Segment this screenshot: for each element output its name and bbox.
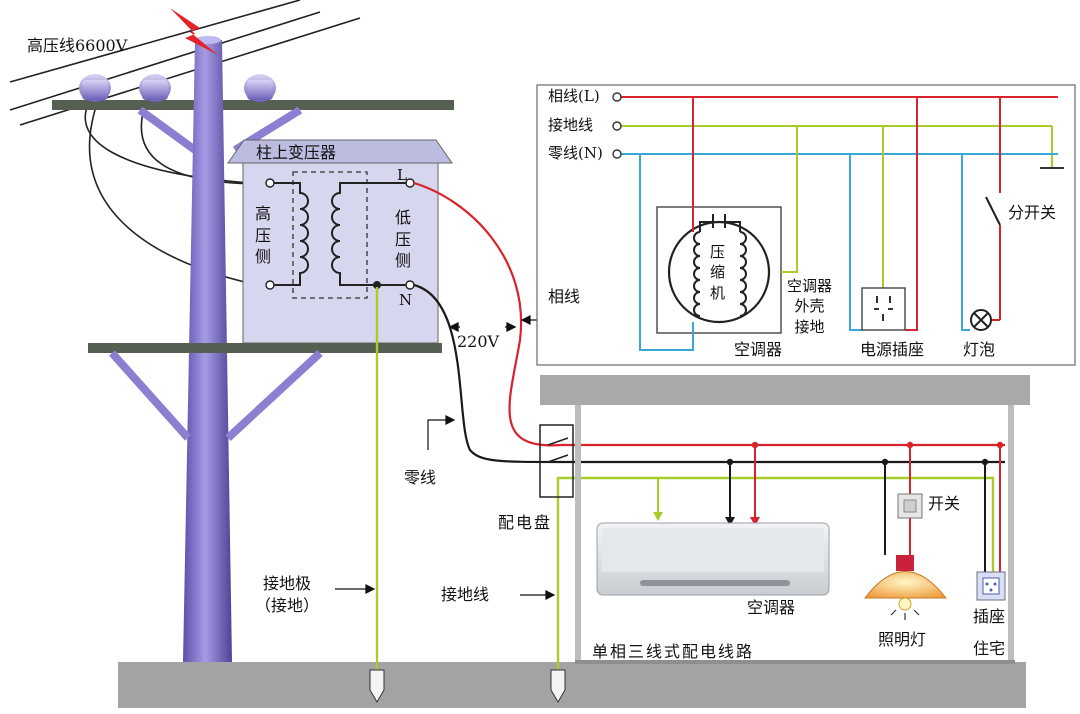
inset-socket-holes (874, 296, 893, 321)
lamp-shade (863, 571, 948, 599)
house-floor (575, 660, 1015, 664)
lamp-bulb (898, 597, 912, 611)
inset-label-ground: 接地线 (548, 116, 594, 134)
ground-strip (118, 662, 1026, 708)
label-terminal-n: N (399, 291, 413, 309)
insulator-middle (139, 74, 171, 102)
label-ground-wire: 接地线 (441, 585, 490, 604)
house-ground-wire (556, 476, 995, 672)
neutral-ground-node (373, 281, 381, 289)
inset-label-phase-l: 相线(L) (548, 87, 600, 105)
panel-breakers (547, 437, 569, 463)
distribution-panel (539, 424, 574, 498)
lower-crossarm (88, 343, 442, 353)
inset-label-air-conditioner: 空调器 (734, 340, 783, 359)
lamp-socket (896, 555, 914, 571)
house-wall-left (575, 405, 581, 660)
label-low-side: 低 压 侧 (395, 208, 412, 271)
label-pole-transformer: 柱上变压器 (256, 143, 337, 162)
inset-wiring (639, 97, 1001, 351)
label-voltage-220: 220V (457, 332, 500, 351)
inset-bus-terminals (612, 92, 622, 159)
inset-label-power-socket: 电源插座 (860, 340, 925, 359)
appliance-taps (657, 445, 1001, 580)
tap-dots (726, 441, 1004, 466)
lower-crossarm-braces (109, 350, 323, 441)
label-air-conditioner: 空调器 (747, 598, 796, 617)
label-single-phase-three-wire: 单相三线式配电线路 (592, 642, 755, 661)
insulator-left (79, 74, 111, 102)
label-high-voltage-line: 高压线6600V (27, 36, 128, 55)
phase-wire (413, 181, 1005, 447)
inset-power-socket (861, 287, 906, 331)
insulator-right (244, 74, 276, 102)
label-switch: 开关 (928, 494, 961, 513)
upper-crossarm (52, 100, 454, 110)
label-socket: 插座 (973, 607, 1006, 626)
label-lighting-lamp: 照明灯 (878, 630, 927, 649)
lightning-icon (170, 8, 218, 55)
ground-rod-right (550, 669, 566, 703)
inset-branch-switch (985, 196, 1001, 226)
neutral-wire (413, 283, 1005, 464)
inset-label-branch-switch: 分开关 (1008, 203, 1057, 222)
house-wall-right (1008, 405, 1014, 660)
label-neutral-wire: 零线 (404, 468, 437, 487)
label-high-side: 高 压 侧 (255, 204, 272, 267)
voltage-marker (448, 321, 517, 333)
callout-arrows (335, 300, 561, 600)
inset-label-ac-case-ground: 空调器 外壳 接地 (787, 277, 833, 336)
inset-label-bulb: 灯泡 (963, 340, 996, 359)
inset-bulb-cross (973, 312, 989, 328)
label-distribution-board: 配电盘 (498, 513, 553, 532)
transformer-coils (270, 182, 410, 286)
label-phase-wire: 相线 (548, 287, 581, 306)
tap-arrowheads (653, 512, 760, 526)
transformer-core (292, 171, 368, 299)
inset-compressor-windings (693, 214, 747, 317)
house-roof (540, 375, 1030, 405)
inset-panel (536, 84, 1076, 366)
label-ground-electrode: 接地极 （接地） (255, 574, 320, 615)
label-terminal-l: L (397, 166, 407, 184)
inset-label-compressor: 压 缩 机 (710, 243, 726, 302)
label-residence: 住宅 (973, 639, 1006, 658)
ground-rod-left (369, 669, 385, 703)
lamp-rays (890, 609, 920, 620)
inset-label-neutral-n: 零线(N) (548, 144, 603, 162)
